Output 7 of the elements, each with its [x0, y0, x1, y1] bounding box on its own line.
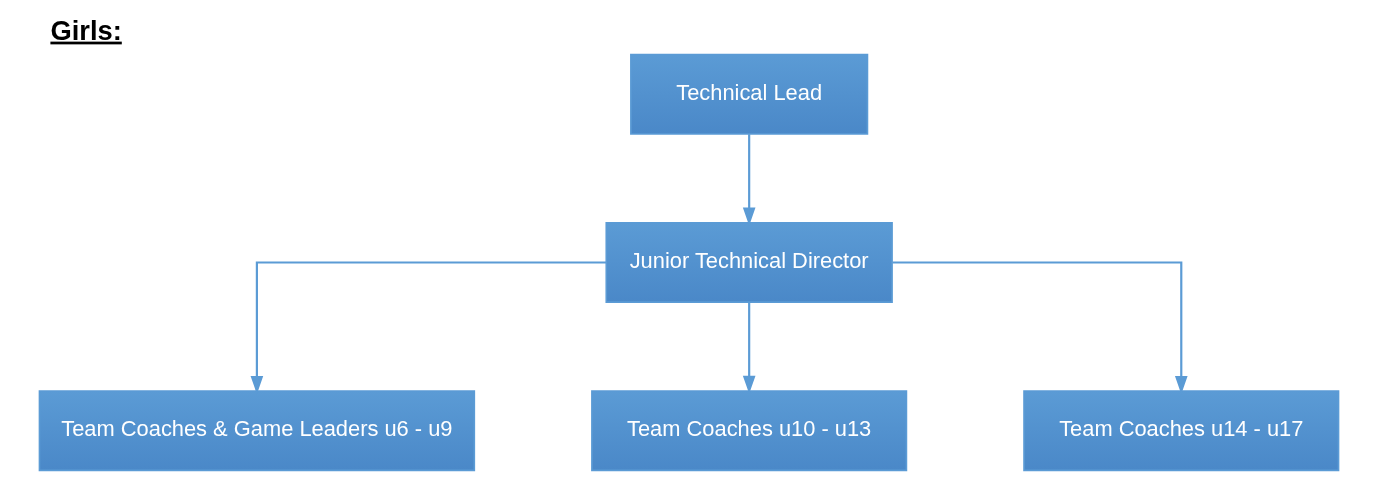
node-box: Junior Technical Director [604, 222, 893, 303]
diagram-title: Girls: [49, 14, 122, 46]
node-box: Team Coaches u14 - u17 [1022, 390, 1339, 472]
arrow [742, 302, 755, 394]
node-box: Technical Lead [629, 53, 868, 135]
node-box: Team Coaches u10 - u13 [590, 390, 907, 472]
node-box: Team Coaches & Game Leaders u6 - u9 [38, 390, 475, 472]
